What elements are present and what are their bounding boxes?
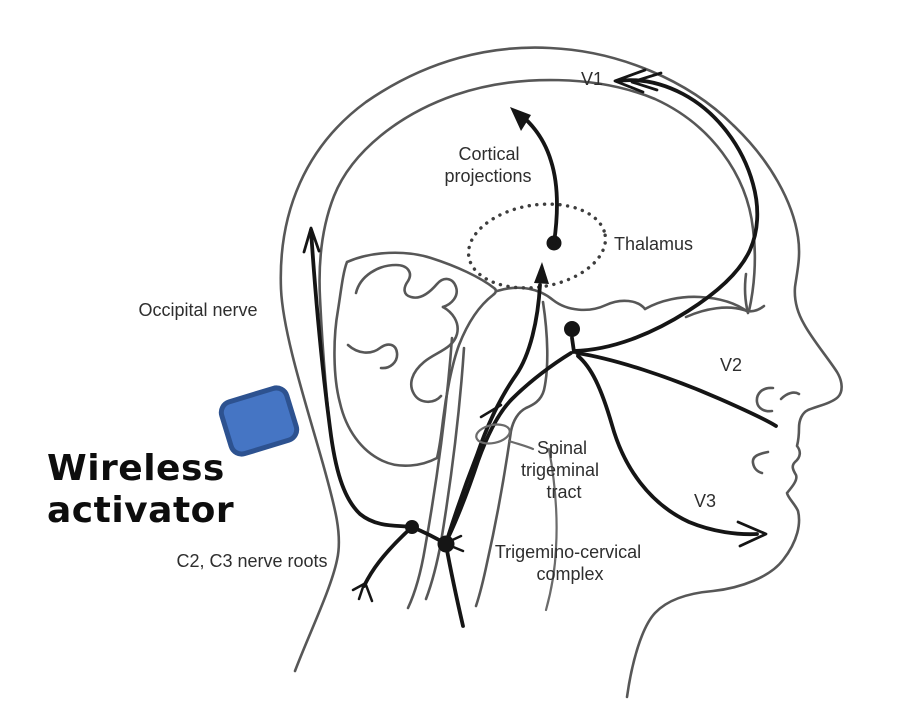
nostril-inner-curve (779, 391, 801, 401)
spinal-cord-line-1 (406, 336, 454, 610)
c2-branch-prong-1 (351, 582, 366, 592)
brow-vertical-line (743, 272, 750, 315)
label-spinal-line2: trigeminal (521, 460, 599, 480)
cerebellum-fold-3 (346, 343, 399, 370)
cerebellum-fold-1 (354, 263, 458, 309)
label-tcc-line1: Trigemino-cervical (495, 542, 641, 562)
head-profile-outline (279, 46, 843, 699)
wireless-activator-device (218, 385, 300, 457)
spinal-cord-line-2 (424, 346, 466, 601)
ganglion-stem (570, 336, 576, 354)
label-occipital-nerve: Occipital nerve (138, 300, 257, 320)
cerebellum-fold-2 (410, 305, 459, 404)
occipital-nerve-path (309, 228, 414, 529)
c2-root-dot (405, 520, 419, 534)
tract-side-twig (479, 403, 503, 419)
v2-nerve-path (575, 351, 778, 428)
label-cortical-line2: projections (444, 166, 531, 186)
thalamus-dotted-ellipse (466, 202, 608, 290)
brow-line (684, 304, 766, 319)
label-c2-c3-roots: C2, C3 nerve roots (176, 551, 327, 571)
label-thalamus: Thalamus (614, 234, 693, 254)
mouth-corner-curve (751, 450, 770, 475)
label-spinal-line3: tract (546, 482, 581, 502)
v3-nerve-path (576, 354, 759, 537)
label-v2: V2 (720, 355, 742, 375)
brainstem-front-line (474, 300, 549, 608)
skull-base-line (643, 295, 750, 314)
label-v3: V3 (694, 491, 716, 511)
spinal-trigeminal-tract-path (446, 351, 573, 540)
occipital-arrowhead-chevron (302, 226, 321, 254)
label-spinal-line1: Spinal (537, 438, 587, 458)
annotation-wireless-line1: Wireless (47, 448, 225, 489)
cortical-projection-path (519, 113, 559, 245)
label-tcc-line2: complex (536, 564, 603, 584)
c2-branch-prong-3 (364, 583, 374, 603)
label-cortical-line1: Cortical (458, 144, 519, 164)
tentorium-line (495, 286, 647, 312)
tract-label-leader-line (507, 439, 535, 451)
throat-line (544, 447, 558, 612)
trigemino-cervical-dot (437, 535, 455, 553)
inner-skull-outline (318, 78, 757, 430)
label-v1: V1 (581, 69, 603, 89)
thalamic-projection-path (445, 283, 542, 542)
c2-branch-prong-2 (357, 582, 366, 601)
v1-nerve-path (572, 78, 760, 353)
c2-root-branch (362, 525, 414, 588)
c3-descending-line (444, 543, 465, 628)
tract-ellipse-marker (475, 423, 511, 445)
v1-arrowhead-chevron-2 (630, 71, 663, 92)
thalamic-arrowhead (534, 262, 549, 284)
v1-arrowhead-chevron-1 (613, 68, 647, 94)
trigeminal-ganglion-dot (564, 321, 580, 337)
v3-arrowhead-chevron (736, 520, 768, 548)
cortical-arrowhead (510, 107, 531, 131)
annotation-wireless-line2: activator (47, 490, 234, 531)
nostril-curve (755, 386, 775, 413)
